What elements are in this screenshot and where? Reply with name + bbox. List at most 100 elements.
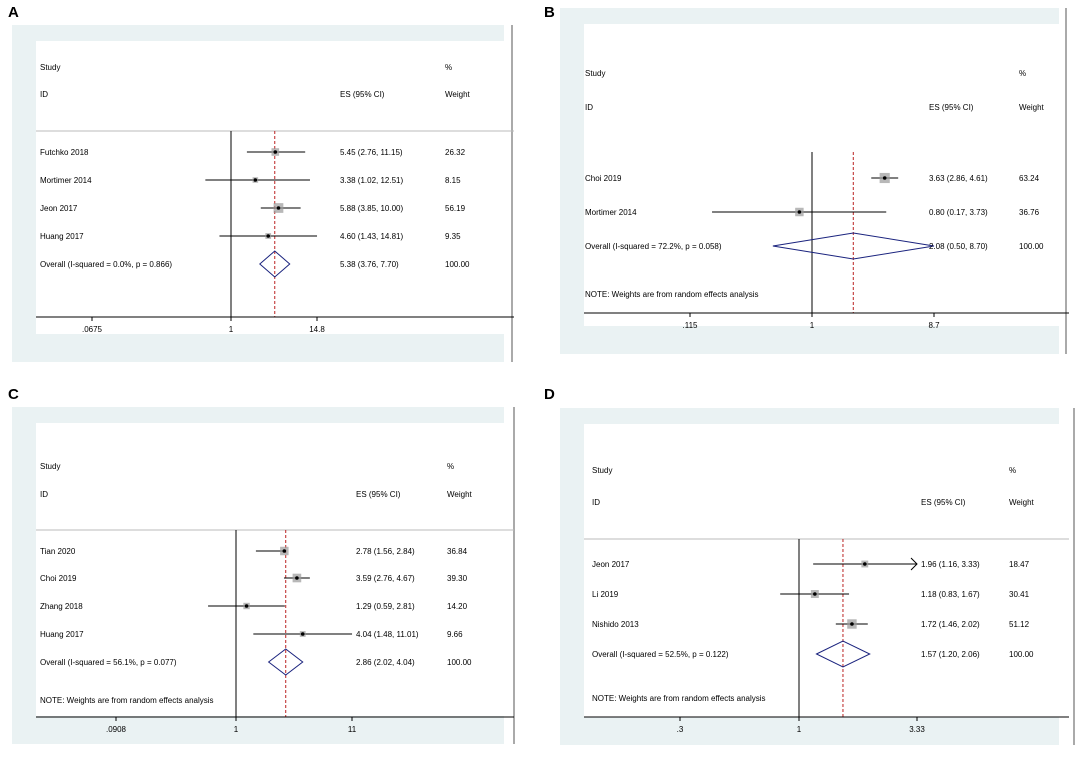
panel-b-letter: B xyxy=(544,4,555,21)
panel-c-es-text-1: 3.59 (2.76, 4.67) xyxy=(356,574,415,583)
panel-b-study-label-1: Mortimer 2014 xyxy=(585,208,637,217)
panel-d-overall-es-text: 1.57 (1.20, 2.06) xyxy=(921,650,980,659)
panel-c-weight-text-1: 39.30 xyxy=(447,574,468,583)
panel-d-weight-text-2: 51.12 xyxy=(1009,620,1030,629)
panel-d-header-id: ID xyxy=(592,498,600,507)
panel-b-header-study: Study xyxy=(585,69,605,78)
panel-a-header-id: ID xyxy=(40,90,48,99)
panel-d-study-label-1: Li 2019 xyxy=(592,590,619,599)
panel-b-header-weight: Weight xyxy=(1019,103,1045,112)
panel-c-study-label-0: Tian 2020 xyxy=(40,547,76,556)
panel-c-weight-text-2: 14.20 xyxy=(447,602,468,611)
panel-a-tick-label-0: .0675 xyxy=(82,325,103,334)
panel-a-weight-text-2: 56.19 xyxy=(445,204,466,213)
panel-a-weight-text-0: 26.32 xyxy=(445,148,466,157)
panel-c-point-3 xyxy=(300,632,305,636)
panel-d-header-pct: % xyxy=(1009,466,1016,475)
panel-b-overall-diamond xyxy=(772,232,935,260)
panel-d-ci-arrow-0 xyxy=(910,557,918,571)
panel-d-overall-label: Overall (I-squared = 52.5%, p = 0.122) xyxy=(592,650,729,659)
panel-a-point-0 xyxy=(273,150,278,154)
panel-c-header-es: ES (95% CI) xyxy=(356,490,401,499)
panel-b-point-1 xyxy=(797,210,802,214)
panel-a-es-text-1: 3.38 (1.02, 12.51) xyxy=(340,176,403,185)
panel-c-point-0 xyxy=(282,549,287,553)
panel-b-tick-label-1: 1 xyxy=(810,321,815,330)
panel-c-tick-label-2: 11 xyxy=(348,725,357,734)
panel-d-overall-diamond xyxy=(815,640,871,668)
panel-d-tick-label-0: .3 xyxy=(677,725,684,734)
panel-d-tick-label-2: 3.33 xyxy=(909,725,925,734)
panel-a-study-label-2: Jeon 2017 xyxy=(40,204,78,213)
panel-a-study-label-0: Futchko 2018 xyxy=(40,148,89,157)
panel-a-point-3 xyxy=(266,234,271,238)
panel-c-point-1 xyxy=(295,576,299,580)
panel-c-study-label-2: Zhang 2018 xyxy=(40,602,83,611)
panel-d-es-text-2: 1.72 (1.46, 2.02) xyxy=(921,620,980,629)
panel-a-overall-es-text: 5.38 (3.76, 7.70) xyxy=(340,260,399,269)
panel-b-es-text-1: 0.80 (0.17, 3.73) xyxy=(929,208,988,217)
panel-b-note: NOTE: Weights are from random effects an… xyxy=(585,290,759,299)
panel-b-overall-label: Overall (I-squared = 72.2%, p = 0.058) xyxy=(585,242,722,251)
panel-c-header-weight: Weight xyxy=(447,490,473,499)
panel-a-letter: A xyxy=(8,4,19,21)
panel-c-overall-weight-text: 100.00 xyxy=(447,658,472,667)
panel-c-header-pct: % xyxy=(447,462,454,471)
panel-c-weight-text-0: 36.84 xyxy=(447,547,468,556)
panel-b-weight-text-0: 63.24 xyxy=(1019,174,1040,183)
panel-d-plot-bg xyxy=(584,424,1069,717)
panel-b-header-id: ID xyxy=(585,103,593,112)
panel-c-tick-label-1: 1 xyxy=(234,725,239,734)
panel-a-es-text-0: 5.45 (2.76, 11.15) xyxy=(340,148,403,157)
panel-c-study-label-3: Huang 2017 xyxy=(40,630,84,639)
panel-a-es-text-2: 5.88 (3.85, 10.00) xyxy=(340,204,403,213)
panel-c-es-text-0: 2.78 (1.56, 2.84) xyxy=(356,547,415,556)
panel-b-es-text-0: 3.63 (2.86, 4.61) xyxy=(929,174,988,183)
panel-a-header-weight: Weight xyxy=(445,90,471,99)
panel-c-note: NOTE: Weights are from random effects an… xyxy=(40,696,214,705)
panel-b-plot-bg xyxy=(584,24,1069,326)
panel-d-weight-text-0: 18.47 xyxy=(1009,560,1030,569)
panel-c-es-text-3: 4.04 (1.48, 11.01) xyxy=(356,630,419,639)
panel-b-weight-text-1: 36.76 xyxy=(1019,208,1040,217)
panel-a-overall-label: Overall (I-squared = 0.0%, p = 0.866) xyxy=(40,260,172,269)
panel-c-study-label-1: Choi 2019 xyxy=(40,574,77,583)
panel-d-study-label-0: Jeon 2017 xyxy=(592,560,630,569)
panel-d-point-0 xyxy=(863,562,867,566)
panel-b-point-0 xyxy=(882,176,887,180)
panel-a-header-pct: % xyxy=(445,63,452,72)
panel-d-point-1 xyxy=(813,592,817,596)
panel-b-overall-es-text: 2.08 (0.50, 8.70) xyxy=(929,242,988,251)
panel-a-tick-label-1: 1 xyxy=(229,325,234,334)
panel-d-header-es: ES (95% CI) xyxy=(921,498,966,507)
panel-c-es-text-2: 1.29 (0.59, 2.81) xyxy=(356,602,415,611)
panel-c-header-id: ID xyxy=(40,490,48,499)
panel-d-tick-label-1: 1 xyxy=(797,725,802,734)
panel-c-plot-bg xyxy=(36,423,514,716)
panel-b-header-pct: % xyxy=(1019,69,1026,78)
panel-b-tick-label-0: .115 xyxy=(683,321,699,330)
panel-d-note: NOTE: Weights are from random effects an… xyxy=(592,694,766,703)
panel-a-tick-label-2: 14.8 xyxy=(309,325,325,334)
panel-d-letter: D xyxy=(544,386,555,403)
panel-a-weight-text-3: 9.35 xyxy=(445,232,461,241)
panel-a-point-1 xyxy=(253,178,258,182)
panel-b-study-label-0: Choi 2019 xyxy=(585,174,622,183)
panel-d-es-text-0: 1.96 (1.16, 3.33) xyxy=(921,560,980,569)
panel-d-weight-text-1: 30.41 xyxy=(1009,590,1030,599)
panel-c-point-2 xyxy=(244,604,249,608)
panel-b-header-es: ES (95% CI) xyxy=(929,103,974,112)
panel-a-header-study: Study xyxy=(40,63,60,72)
panel-d-point-2 xyxy=(850,622,854,626)
panel-c-weight-text-3: 9.66 xyxy=(447,630,463,639)
panel-d-study-label-2: Nishido 2013 xyxy=(592,620,639,629)
panel-d-overall-weight-text: 100.00 xyxy=(1009,650,1034,659)
panel-a-study-label-3: Huang 2017 xyxy=(40,232,84,241)
panel-c-overall-label: Overall (I-squared = 56.1%, p = 0.077) xyxy=(40,658,177,667)
panel-c-header-study: Study xyxy=(40,462,60,471)
panel-b-overall-weight-text: 100.00 xyxy=(1019,242,1044,251)
panel-a-weight-text-1: 8.15 xyxy=(445,176,461,185)
panel-d-header-weight: Weight xyxy=(1009,498,1035,507)
